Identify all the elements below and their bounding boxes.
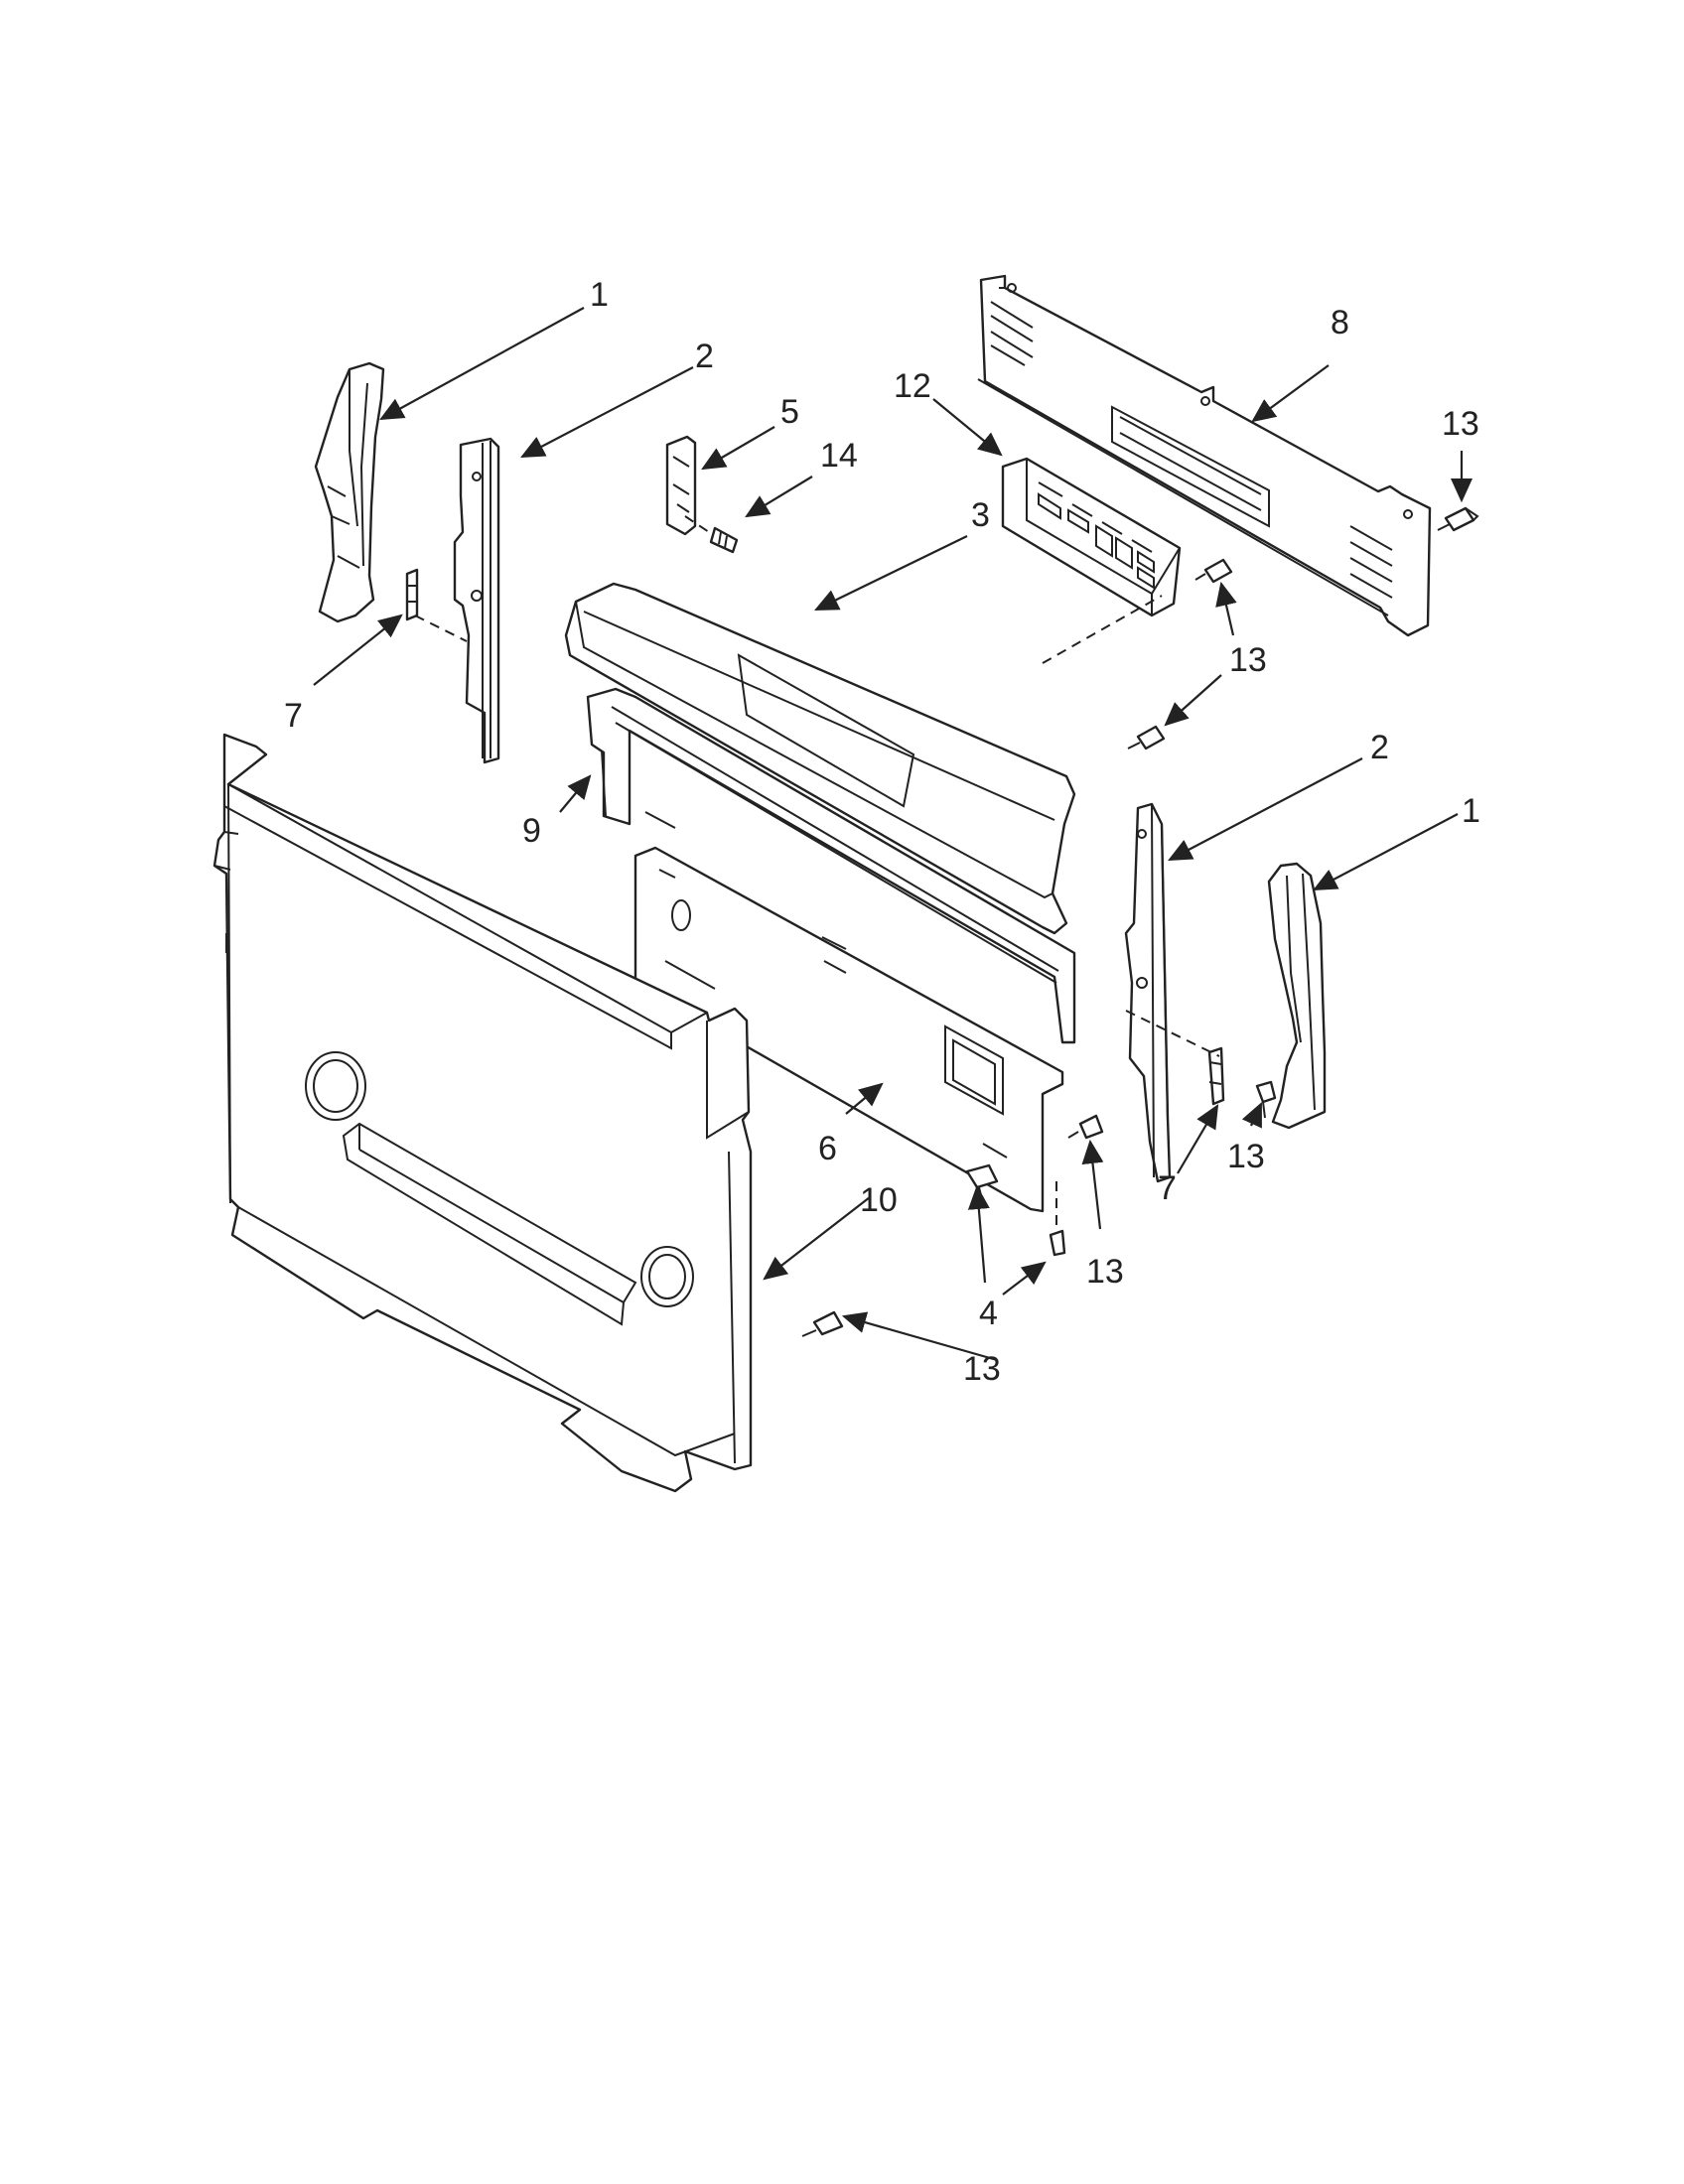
part-7-right-clip [1207, 1046, 1225, 1106]
hidden-line-board [1042, 595, 1163, 664]
screw-13-front-panel [801, 1310, 844, 1337]
part-1-left-endcap [314, 361, 385, 623]
part-10-front-panel [212, 733, 753, 1493]
callout-5: 5 [780, 393, 799, 431]
part-12-control-board [1001, 457, 1182, 617]
screw-13-control-board [1194, 558, 1233, 584]
part-1-right-endcap [1267, 862, 1327, 1130]
part-6-inner-panel [633, 846, 1064, 1213]
callout-7-left: 7 [284, 697, 303, 735]
callout-14: 14 [820, 437, 858, 475]
part-5-switch [665, 435, 697, 536]
callout-7-right: 7 [1158, 1169, 1177, 1207]
callout-6: 6 [818, 1130, 837, 1167]
hidden-line-bracket [1125, 1010, 1220, 1057]
part-14-screw [684, 515, 739, 554]
callout-1-right: 1 [1462, 792, 1480, 830]
callout-13-top-right: 13 [1442, 405, 1479, 443]
callout-2-left: 2 [695, 338, 714, 375]
hidden-line-left-clip [414, 614, 468, 642]
screw-13-top-right [1437, 506, 1479, 532]
screw-4-bottom [1049, 1181, 1066, 1257]
callout-9: 9 [522, 812, 541, 850]
screw-13-console [1127, 725, 1166, 751]
callout-3: 3 [971, 496, 990, 534]
part-8-rear-bracket [977, 274, 1432, 637]
callout-10: 10 [860, 1181, 898, 1219]
callout-13-inner-panel: 13 [1086, 1253, 1124, 1291]
part-2-right-bracket [1124, 802, 1172, 1183]
part-3-console-panel [564, 582, 1076, 935]
callout-2-right: 2 [1370, 729, 1389, 766]
callout-8: 8 [1331, 304, 1349, 341]
callout-13-right-bracket: 13 [1227, 1138, 1265, 1175]
leader-lines [313, 307, 1473, 1362]
callout-labels: 1 2 5 14 12 3 8 13 7 13 9 2 1 6 7 13 13 … [284, 276, 1480, 1388]
part-2-left-bracket [453, 437, 500, 764]
screw-13-right-bracket [1255, 1080, 1277, 1119]
callout-13-board: 13 [1229, 641, 1267, 679]
callout-4: 4 [979, 1295, 998, 1332]
part-7-left-clip [405, 568, 419, 621]
callout-13-front-panel: 13 [963, 1350, 1001, 1388]
part-9-support-frame [586, 687, 1076, 1044]
screw-13-inner-panel [1067, 1114, 1104, 1140]
callout-1-left: 1 [590, 276, 609, 314]
callout-12: 12 [894, 367, 931, 405]
